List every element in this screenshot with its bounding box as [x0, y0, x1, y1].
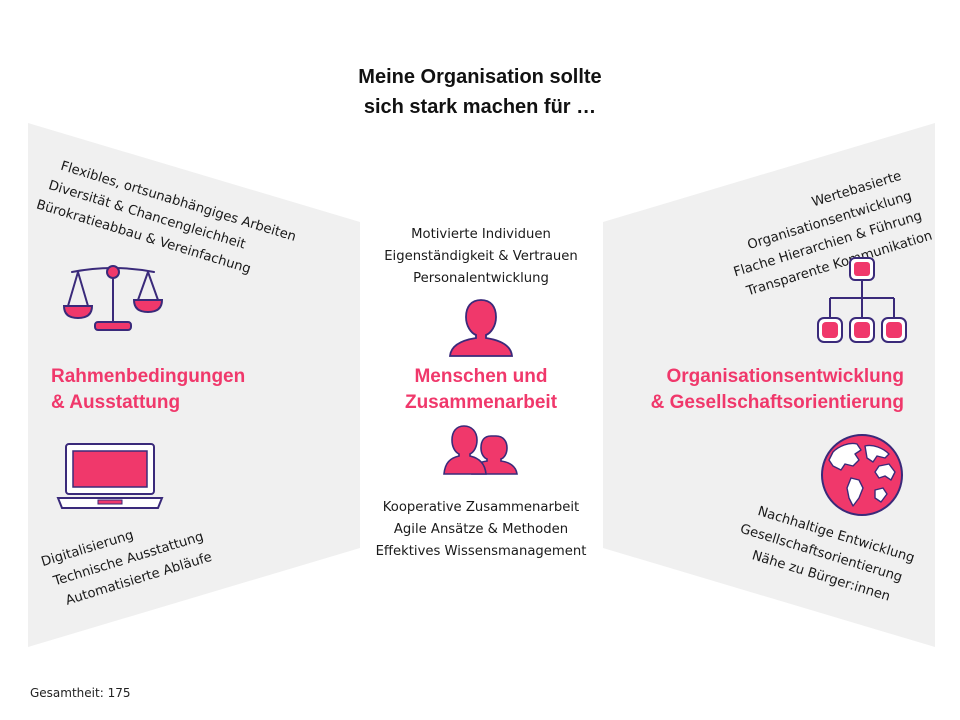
- list-item: Kooperative Zusammenarbeit: [382, 500, 580, 515]
- list-item: Eigenständigkeit & Vertrauen: [384, 249, 578, 264]
- left-heading-line-2: & Ausstattung: [51, 392, 181, 413]
- scales-icon: [62, 265, 164, 331]
- center-heading-line-1: Menschen und: [414, 366, 548, 387]
- center-top-list: Motivierte Individuen Eigenständigkeit &…: [361, 224, 601, 290]
- right-heading-line-1: Organisationsentwicklung: [666, 366, 904, 387]
- page-title: Meine Organisation sollte sich stark mac…: [0, 62, 960, 122]
- list-item: Personalentwicklung: [413, 271, 549, 286]
- list-item: Agile Ansätze & Methoden: [393, 522, 569, 537]
- left-heading: Rahmenbedingungen & Ausstattung: [51, 364, 245, 416]
- list-item: Effektives Wissensmanagement: [375, 544, 587, 559]
- right-heading: Organisationsentwicklung & Gesellschafts…: [651, 364, 904, 416]
- left-panel: [28, 123, 360, 647]
- globe-icon: [821, 434, 903, 516]
- right-heading-line-2: & Gesellschaftsorientierung: [650, 392, 904, 413]
- left-heading-line-1: Rahmenbedingungen: [51, 366, 246, 387]
- group-icon: [443, 425, 518, 475]
- laptop-icon: [56, 443, 164, 509]
- person-icon: [449, 299, 513, 357]
- center-heading: Menschen und Zusammenarbeit: [361, 364, 601, 416]
- org-chart-icon: [817, 257, 907, 343]
- title-line-1: Meine Organisation sollte: [358, 66, 602, 88]
- title-line-2: sich stark machen für …: [363, 96, 597, 118]
- center-heading-line-2: Zusammenarbeit: [404, 392, 558, 413]
- right-panel: [603, 123, 935, 647]
- list-item: Motivierte Individuen: [411, 227, 551, 242]
- center-bottom-list: Kooperative Zusammenarbeit Agile Ansätze…: [361, 497, 601, 563]
- sample-size-note: Gesamtheit: 175: [30, 686, 131, 700]
